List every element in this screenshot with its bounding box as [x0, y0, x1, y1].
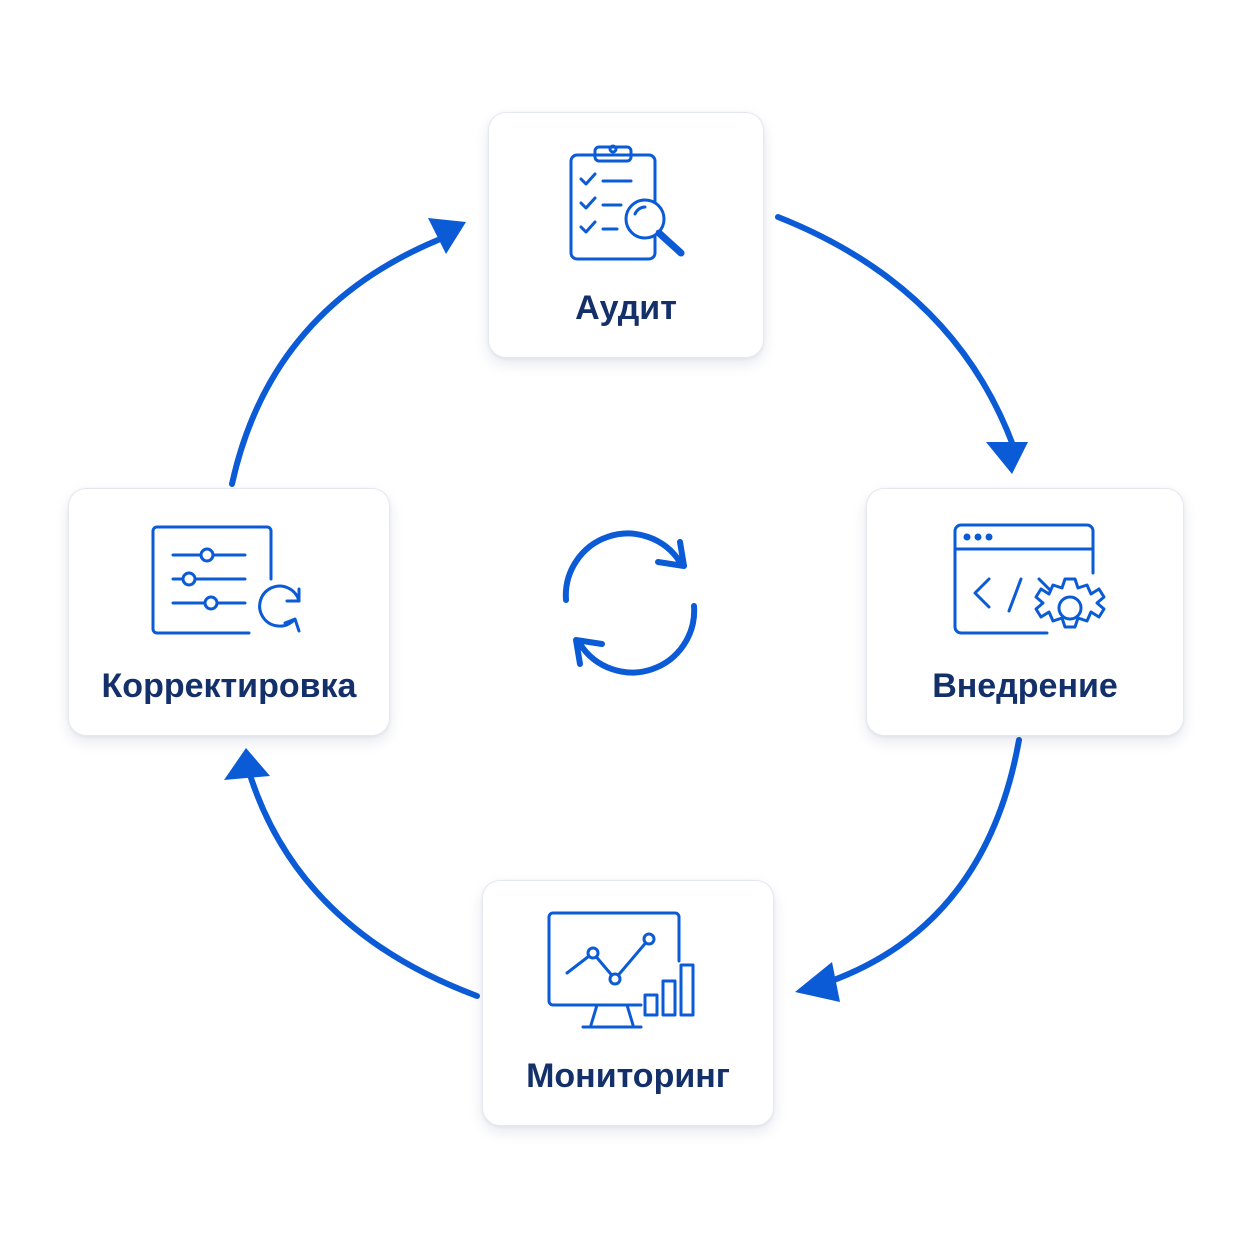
- monitor-chart-icon: [547, 911, 695, 1029]
- arrow-correction-to-audit: [229, 237, 441, 487]
- step-label-correction: Корректировка: [101, 667, 357, 705]
- step-card-implementation: Внедрение: [866, 488, 1184, 736]
- step-card-audit: Аудит: [488, 112, 764, 358]
- step-card-monitoring: Мониторинг: [482, 880, 774, 1126]
- arrowhead-monitoring: [795, 962, 840, 1002]
- arrow-monitoring-to-correction: [247, 772, 480, 999]
- arrow-audit-to-implementation: [775, 214, 1017, 451]
- clipboard-search-icon: [569, 144, 685, 261]
- sliders-refresh-icon: [151, 525, 301, 635]
- refresh-cycle-icon: [562, 530, 698, 676]
- arrowhead-correction: [224, 748, 270, 780]
- step-label-monitoring: Мониторинг: [526, 1057, 730, 1095]
- arrowhead-audit: [428, 218, 466, 254]
- arrow-implementation-to-monitoring: [817, 737, 1022, 988]
- browser-code-gear-icon: [953, 523, 1106, 635]
- step-label-implementation: Внедрение: [932, 667, 1118, 705]
- step-card-correction: Корректировка: [68, 488, 390, 736]
- step-label-audit: Аудит: [575, 289, 677, 327]
- arrowhead-implementation: [986, 442, 1028, 474]
